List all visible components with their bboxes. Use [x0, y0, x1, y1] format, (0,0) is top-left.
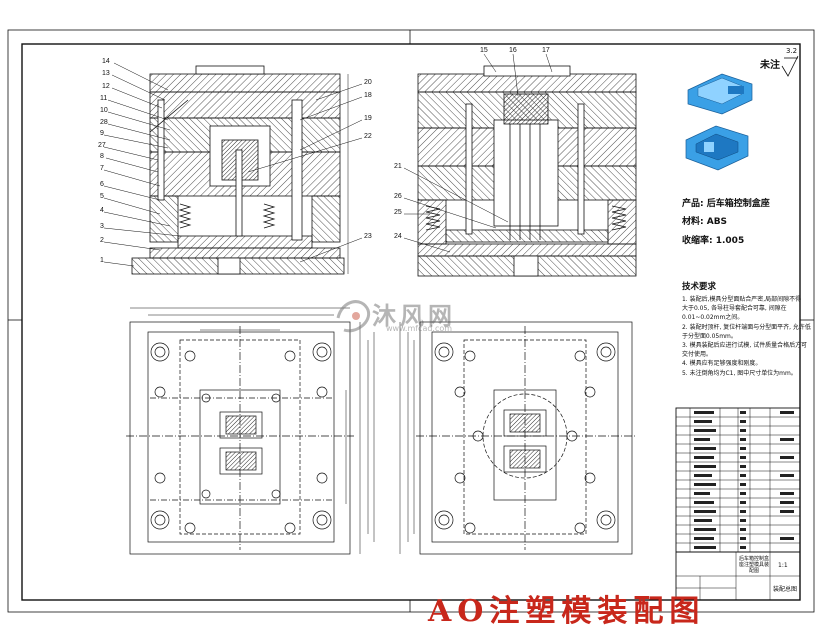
balloon-label: 13 — [102, 70, 110, 77]
tech-line: 3. 模具装配后应进行试模, 试件质量合格后方可 — [682, 341, 808, 349]
title-block-drawing-no: 装配总图 — [773, 586, 798, 593]
tech-requirements: 技术要求 1. 装配后,模具分型面贴合严密,局部间隙不得 大于0.05, 各导柱… — [682, 280, 811, 378]
balloon-label: 22 — [364, 133, 372, 140]
tech-line: 大于0.05, 各导柱导套配合可靠, 间隙在 — [682, 304, 787, 312]
section-view-left — [131, 65, 349, 275]
watermark-url: www.mfcad.com — [386, 324, 453, 333]
title-block-name: 后车箱控制盒座注塑模具装配图 — [738, 556, 769, 574]
balloon-label: 11 — [100, 95, 108, 102]
bom-table — [675, 407, 801, 601]
balloon-label: 10 — [100, 107, 108, 114]
balloon-label: 26 — [394, 193, 402, 200]
plan-view-right — [399, 321, 636, 555]
balloon-label: 9 — [100, 130, 104, 137]
part-3d-view-top — [687, 73, 753, 115]
tech-line: 交付使用。 — [682, 350, 712, 358]
tech-requirements-heading: 技术要求 — [682, 282, 717, 292]
balloon-label: 28 — [100, 119, 108, 126]
balloon-label: 23 — [364, 233, 372, 240]
balloon-label: 7 — [100, 165, 104, 172]
product-material: 材料: ABS — [682, 217, 728, 227]
product-shrinkage: 收缩率: 1.005 — [682, 236, 745, 246]
balloon-label: 12 — [102, 83, 110, 90]
roughness-value: 3.2 — [786, 47, 798, 55]
leader-lines-left — [103, 62, 363, 267]
balloon-label: 5 — [100, 193, 104, 200]
bom-cell-marks — [694, 411, 794, 549]
balloon-label: 14 — [102, 58, 110, 65]
balloon-label: 19 — [364, 115, 372, 122]
roughness-note: 未注 — [760, 60, 780, 71]
balloon-label: 16 — [509, 47, 517, 54]
tech-line: 0.01~0.02mm之间。 — [682, 313, 744, 322]
balloon-label: 24 — [394, 233, 402, 240]
tech-line: 1. 装配后,模具分型面贴合严密,局部间隙不得 — [682, 295, 802, 303]
title-block-scale: 1:1 — [778, 562, 788, 569]
balloon-label: 27 — [98, 142, 106, 149]
sheet-frame — [7, 29, 815, 613]
balloon-label: 25 — [394, 209, 402, 216]
watermark-brand: 沐风网 — [372, 301, 456, 330]
watermark-logo-icon — [336, 300, 371, 333]
balloon-label: 2 — [100, 237, 104, 244]
balloon-label: 20 — [364, 79, 372, 86]
tech-line: 于分型面0.05mm。 — [682, 332, 737, 340]
tech-line: 5. 未注倒角均为C1, 图中尺寸单位为mm。 — [682, 368, 797, 377]
caption-title: AO注塑模装配图 — [428, 594, 706, 629]
leader-lines-right — [403, 53, 553, 253]
balloon-label: 18 — [364, 92, 372, 99]
balloon-label: 21 — [394, 163, 402, 170]
balloon-label: 1 — [100, 257, 104, 264]
balloon-label: 15 — [480, 47, 488, 54]
balloon-label: 8 — [100, 153, 104, 160]
tech-line: 2. 装配时顶杆, 复位杆端面与分型面平齐, 允许低 — [682, 322, 811, 331]
tech-line: 4. 模具应有足够强度和刚度。 — [682, 359, 762, 368]
balloon-label: 6 — [100, 181, 104, 188]
plan-view-left — [126, 307, 375, 555]
balloon-label: 17 — [542, 47, 550, 54]
roughness-symbol — [781, 55, 799, 77]
product-name: 产品: 后车箱控制盒座 — [682, 199, 770, 209]
section-view-right — [417, 65, 637, 277]
balloon-label: 4 — [100, 207, 104, 214]
part-3d-view-bottom — [685, 125, 749, 171]
balloon-label: 3 — [100, 223, 104, 230]
